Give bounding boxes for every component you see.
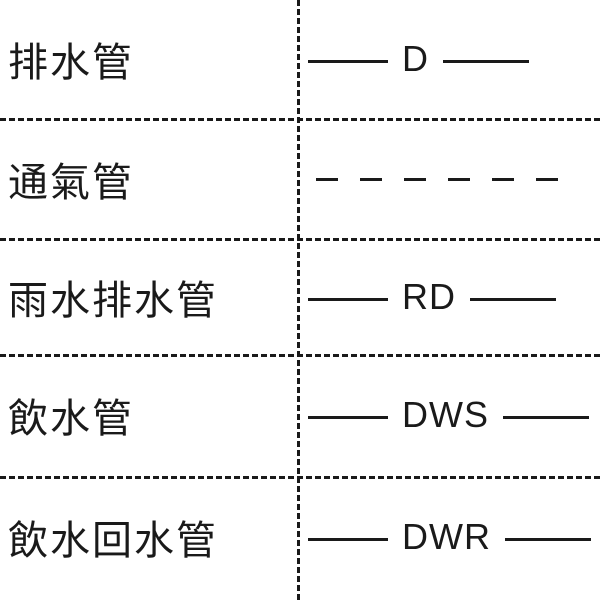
pipe-code: DWR <box>402 516 491 557</box>
pipe-code: DWS <box>402 394 489 435</box>
pipe-symbol <box>308 120 600 238</box>
row-divider <box>0 238 600 241</box>
legend-row-drinking-water: 飲水管 DWS <box>0 356 600 474</box>
column-divider <box>297 0 300 600</box>
line-segment-right <box>443 59 529 63</box>
pipe-symbol: DWR <box>308 478 600 596</box>
pipe-symbol: DWS <box>308 356 600 474</box>
pipe-name: 排水管 <box>8 40 134 86</box>
line-segment-left <box>308 415 388 419</box>
row-divider <box>0 118 600 121</box>
row-divider <box>0 354 600 357</box>
line-segment-right <box>503 415 589 419</box>
line-segment-left <box>308 59 388 63</box>
pipe-name: 飲水管 <box>8 396 134 442</box>
legend-row-rain-drain: 雨水排水管 RD <box>0 238 600 356</box>
pipe-code: D <box>402 38 429 79</box>
dashed-line <box>308 177 558 181</box>
line-segment-right <box>504 537 591 541</box>
pipe-name: 飲水回水管 <box>8 518 218 564</box>
pipe-symbol: D <box>308 0 600 118</box>
legend-row-drain: 排水管 D <box>0 0 600 118</box>
line-segment-left <box>308 537 388 541</box>
legend-row-vent: 通氣管 <box>0 120 600 238</box>
line-segment-left <box>308 297 388 301</box>
row-divider <box>0 476 600 479</box>
legend-row-drinking-water-return: 飲水回水管 DWR <box>0 478 600 596</box>
pipe-name: 雨水排水管 <box>8 278 218 324</box>
line-segment-right <box>470 297 556 301</box>
pipe-symbol: RD <box>308 238 600 356</box>
pipe-code: RD <box>402 276 456 317</box>
pipe-name: 通氣管 <box>8 160 134 206</box>
